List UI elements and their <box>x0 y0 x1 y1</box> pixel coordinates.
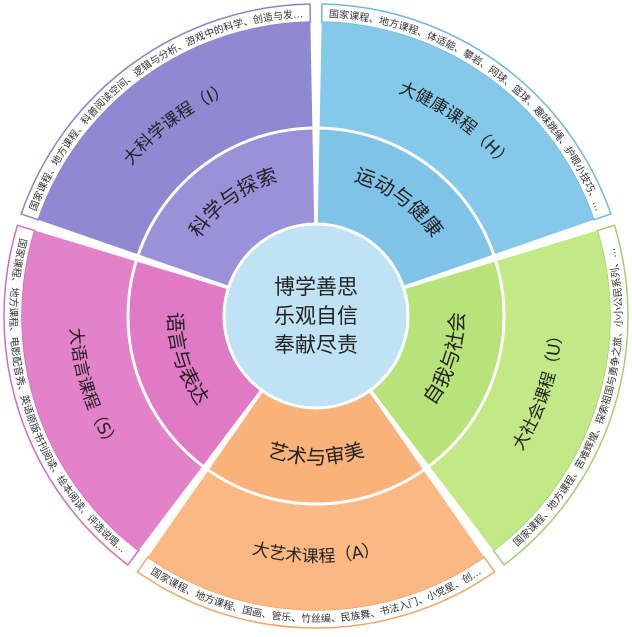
sector-1-inner-ring <box>138 128 315 286</box>
sector-3-middle-ring <box>429 230 610 551</box>
sector-2-ring-divider <box>319 126 496 255</box>
sector-3-inner-ring <box>371 261 504 466</box>
sector-4-middle-ring <box>147 470 485 610</box>
center-line-2: 乐观自信 <box>274 304 358 328</box>
center-circle <box>222 222 410 410</box>
sector-4-ring-divider <box>207 468 425 506</box>
sector-1-ring-divider <box>136 126 313 255</box>
sector-2-middle-ring <box>319 22 594 255</box>
center-line-1: 博学善思 <box>274 275 358 299</box>
sector-2-inner-ring <box>317 128 494 286</box>
center-hub: 博学善思 乐观自信 奉献尽责 <box>222 222 410 410</box>
center-line-3: 奉献尽责 <box>274 333 358 357</box>
sector-5-inner-ring <box>128 261 261 466</box>
sector-1-middle-ring <box>38 22 313 255</box>
sector-layer <box>3 3 629 629</box>
sector-5-middle-ring <box>21 230 203 551</box>
sector-4-inner-ring <box>208 391 424 504</box>
sector-3-ring-divider <box>428 260 506 468</box>
sector-5-ring-divider <box>126 260 204 468</box>
